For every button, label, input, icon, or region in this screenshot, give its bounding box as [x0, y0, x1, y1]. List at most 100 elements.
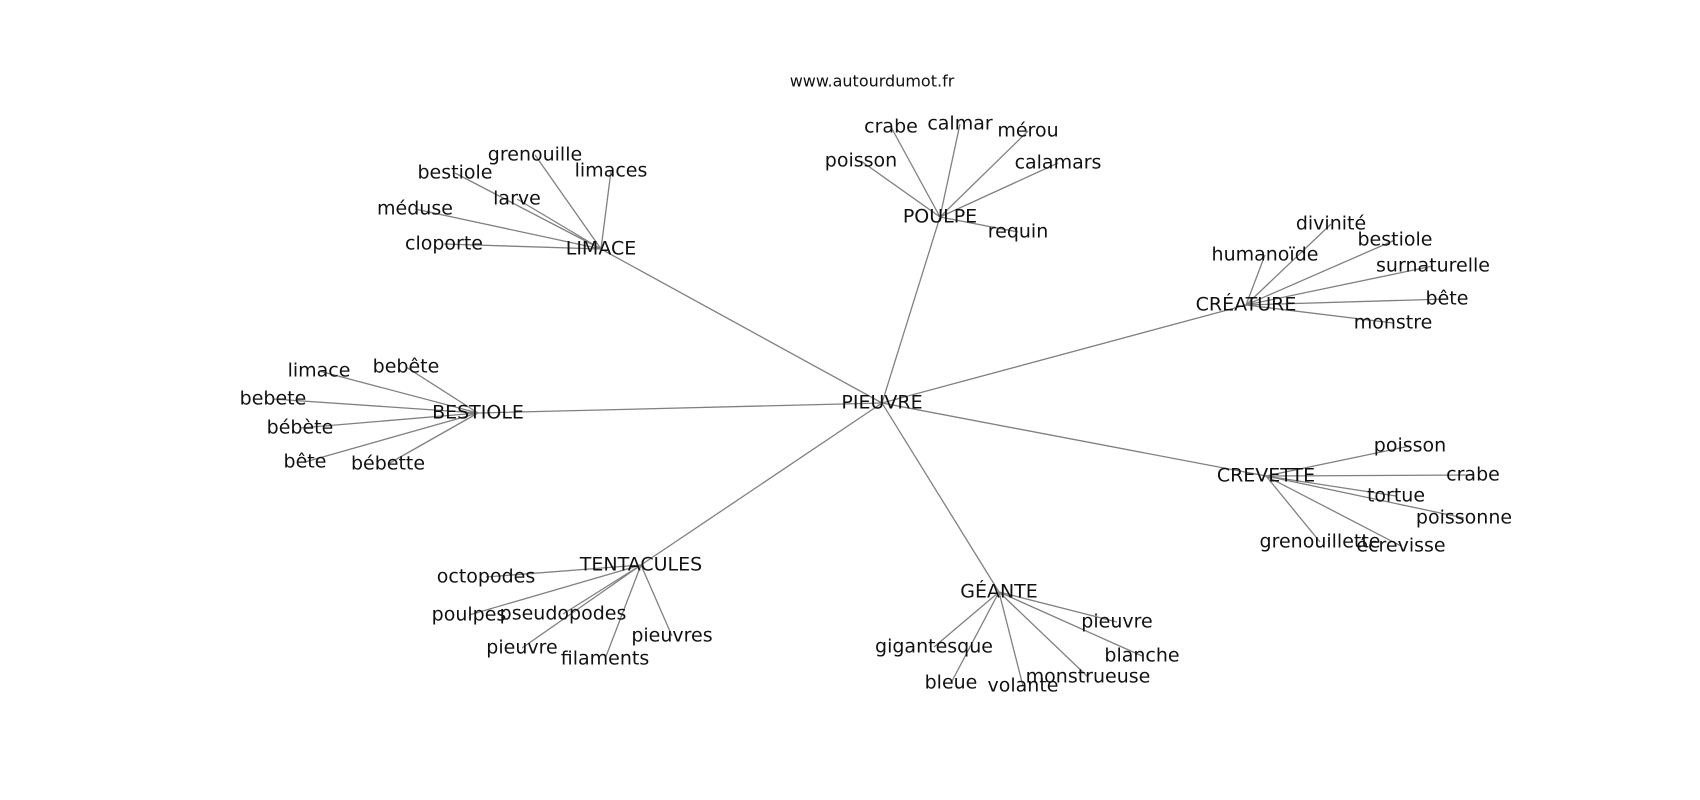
- leaf-node-label: filaments: [561, 648, 649, 670]
- leaf-node-label: gigantesque: [875, 636, 993, 658]
- leaf-node-label: bestiole: [1358, 229, 1433, 251]
- leaf-node-label: mérou: [997, 120, 1058, 142]
- center-hub-edge: [600, 248, 883, 404]
- hub-leaf-edge: [485, 564, 642, 578]
- leaf-node-label: cloporte: [405, 233, 483, 255]
- leaf-node-label: grenouillette: [1260, 531, 1381, 553]
- hub-leaf-edge: [443, 243, 602, 250]
- hub-leaf-edge: [1245, 265, 1434, 306]
- leaf-node-label: méduse: [377, 198, 453, 220]
- leaf-node-label: humanoïde: [1212, 244, 1319, 266]
- hub-leaf-edge: [521, 564, 642, 649]
- hub-leaf-edge: [640, 564, 673, 637]
- leaf-node-label: bebete: [240, 388, 307, 410]
- hub-leaf-edge: [998, 591, 1143, 657]
- hub-node-label: TENTACULES: [579, 554, 702, 576]
- leaf-node-label: bébète: [267, 417, 334, 439]
- center-hub-edge: [881, 216, 941, 404]
- leaf-node-label: bestiole: [418, 162, 493, 184]
- hub-leaf-edge: [1265, 475, 1321, 543]
- hub-leaf-edge: [1265, 445, 1411, 477]
- leaf-node-label: larve: [493, 188, 541, 210]
- leaf-node-label: limaces: [575, 160, 648, 182]
- hub-node-label: POULPE: [903, 206, 977, 228]
- hub-leaf-edge: [454, 172, 602, 250]
- hub-leaf-edge: [516, 198, 602, 250]
- leaf-node-label: tortue: [1367, 485, 1425, 507]
- leaf-node-label: pieuvre: [1081, 611, 1152, 633]
- hub-node-label: GÉANTE: [960, 580, 1038, 603]
- hub-leaf-edge: [1245, 298, 1448, 306]
- hub-leaf-edge: [1265, 475, 1397, 497]
- hub-leaf-edge: [405, 366, 479, 414]
- hub-leaf-edge: [950, 591, 1000, 684]
- center-node-label: PIEUVRE: [841, 392, 922, 414]
- leaf-node-label: bête: [1426, 288, 1469, 310]
- center-hub-edge: [477, 402, 883, 414]
- source-label: www.autourdumot.fr: [790, 72, 955, 91]
- leaf-node-label: calamars: [1015, 152, 1102, 174]
- leaf-node-label: monstre: [1354, 312, 1433, 334]
- center-hub-edge: [881, 402, 1267, 477]
- leaf-node-label: bête: [284, 451, 327, 473]
- hub-leaf-edge: [998, 591, 1089, 678]
- hub-leaf-edge: [939, 162, 1059, 218]
- hub-leaf-edge: [1265, 474, 1474, 477]
- leaf-node-label: pseudopodes: [500, 603, 627, 625]
- hub-leaf-edge: [1245, 223, 1332, 306]
- leaf-node-label: surnaturelle: [1376, 255, 1490, 277]
- leaf-node-label: monstrueuse: [1026, 666, 1151, 688]
- hub-leaf-edge: [1245, 304, 1394, 324]
- hub-leaf-edge: [860, 160, 941, 218]
- hub-leaf-edge: [1245, 239, 1396, 306]
- center-hub-edge: [640, 402, 883, 566]
- leaf-node-label: bleue: [925, 672, 978, 694]
- leaf-node-label: écrevisse: [1356, 535, 1445, 557]
- hub-leaf-edge: [1265, 475, 1465, 519]
- hub-leaf-edge: [998, 591, 1118, 623]
- leaf-node-label: requin: [988, 221, 1049, 243]
- hub-leaf-edge: [318, 370, 479, 414]
- hub-leaf-edge: [272, 398, 479, 414]
- hub-leaf-edge: [387, 412, 479, 465]
- leaf-node-label: bebête: [373, 356, 440, 378]
- hub-leaf-edge: [1265, 475, 1402, 547]
- center-hub-edge: [881, 304, 1247, 404]
- leaf-node-label: limace: [288, 360, 351, 382]
- hub-leaf-edge: [939, 123, 961, 218]
- hub-node-label: BESTIOLE: [432, 402, 524, 424]
- leaf-node-label: calmar: [927, 113, 993, 135]
- hub-leaf-edge: [299, 412, 479, 429]
- leaf-node-label: poisson: [1374, 435, 1446, 457]
- leaf-node-label: grenouille: [488, 144, 582, 166]
- leaf-node-label: pieuvre: [486, 637, 557, 659]
- leaf-node-label: divinité: [1296, 213, 1366, 235]
- hub-leaf-edge: [468, 564, 642, 616]
- hub-leaf-edge: [998, 591, 1024, 687]
- hub-leaf-edge: [414, 208, 602, 250]
- hub-node-label: CRÉATURE: [1196, 293, 1297, 316]
- leaf-node-label: poulpes: [432, 604, 507, 626]
- leaf-node-label: blanche: [1104, 645, 1179, 667]
- leaf-node-label: octopodes: [437, 566, 535, 588]
- hub-node-label: LIMACE: [566, 238, 637, 260]
- hub-leaf-edge: [933, 591, 1000, 648]
- center-hub-edge: [881, 402, 1000, 593]
- leaf-node-label: crabe: [864, 116, 918, 138]
- leaf-node-label: poissonne: [1416, 507, 1512, 529]
- leaf-node-label: crabe: [1446, 464, 1500, 486]
- hub-leaf-edge: [939, 216, 1019, 233]
- edges-layer: [272, 123, 1474, 687]
- hub-leaf-edge: [600, 170, 612, 250]
- hub-leaf-edge: [1245, 254, 1266, 306]
- hub-leaf-edge: [304, 412, 479, 463]
- hub-leaf-edge: [939, 130, 1029, 218]
- hub-leaf-edge: [562, 564, 642, 615]
- leaf-node-label: pieuvres: [631, 625, 712, 647]
- leaf-node-label: bébette: [351, 453, 425, 475]
- leaf-node-label: volante: [988, 675, 1059, 697]
- hub-leaf-edge: [890, 126, 941, 218]
- leaf-node-label: poisson: [825, 150, 897, 172]
